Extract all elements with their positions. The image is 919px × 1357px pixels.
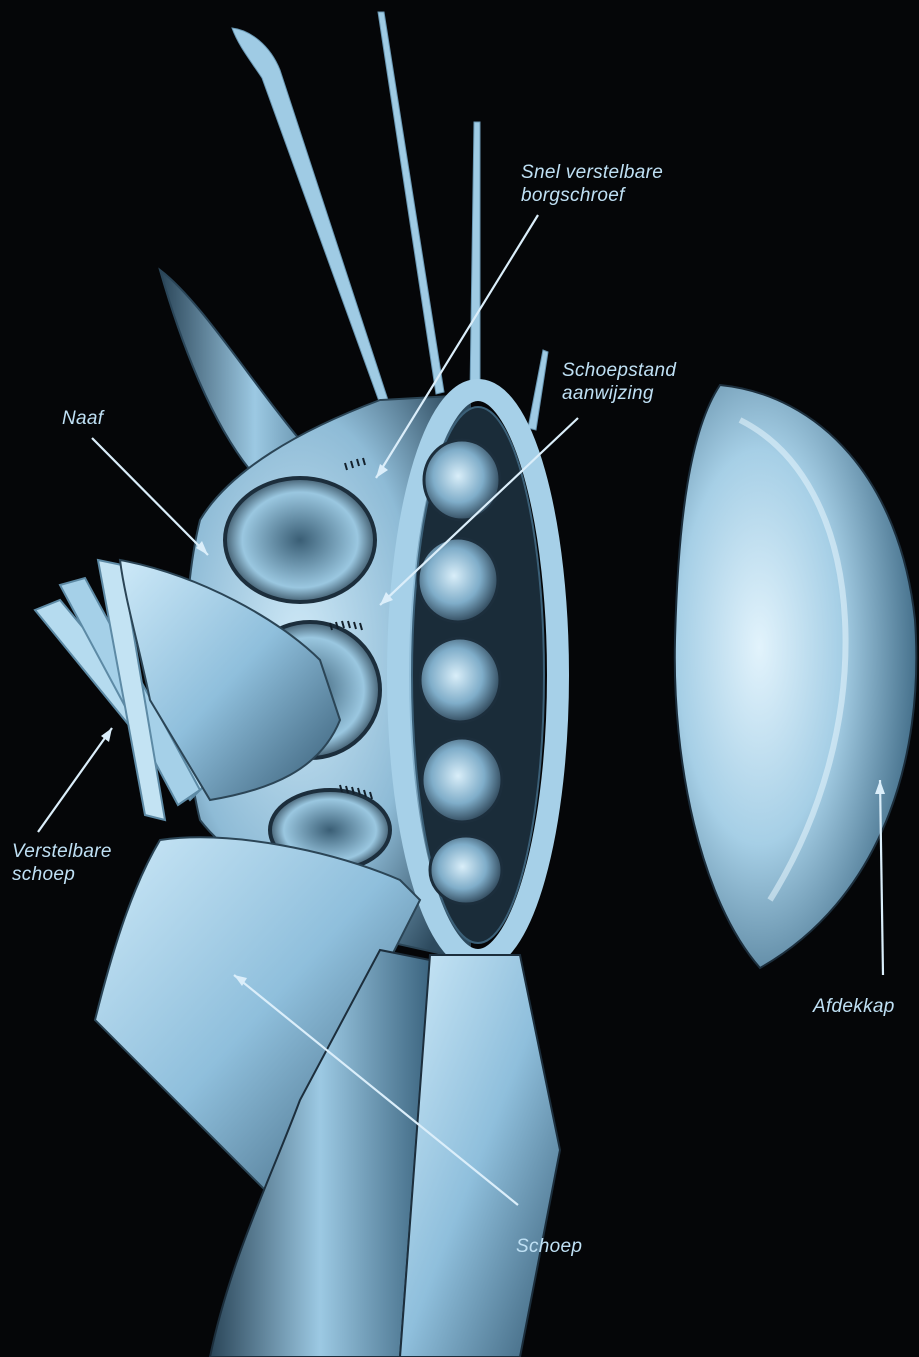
afdekkap-dome xyxy=(675,385,917,968)
label-borgschroef-line1: Snel verstelbare xyxy=(521,161,663,184)
label-borgschroef-line2: borgschroef xyxy=(521,184,663,207)
label-verstelbare-schoep: Verstelbare schoep xyxy=(12,840,112,886)
label-verstelbare-schoep-line2: schoep xyxy=(12,863,112,886)
label-schoepstand: Schoepstand aanwijzing xyxy=(562,359,676,405)
label-schoepstand-line2: aanwijzing xyxy=(562,382,676,405)
label-schoep-line1: Schoep xyxy=(516,1235,582,1258)
label-naaf-line1: Naaf xyxy=(62,407,103,430)
leader-verstelbare-schoep xyxy=(38,728,112,832)
leader-naaf xyxy=(92,438,208,555)
label-schoepstand-line1: Schoepstand xyxy=(562,359,676,382)
label-borgschroef: Snel verstelbare borgschroef xyxy=(521,161,663,207)
label-afdekkap-line1: Afdekkap xyxy=(813,995,895,1018)
label-schoep: Schoep xyxy=(516,1235,582,1258)
label-afdekkap: Afdekkap xyxy=(813,995,895,1018)
thin-blades xyxy=(232,12,548,430)
label-verstelbare-schoep-line1: Verstelbare xyxy=(12,840,112,863)
label-naaf: Naaf xyxy=(62,407,103,430)
